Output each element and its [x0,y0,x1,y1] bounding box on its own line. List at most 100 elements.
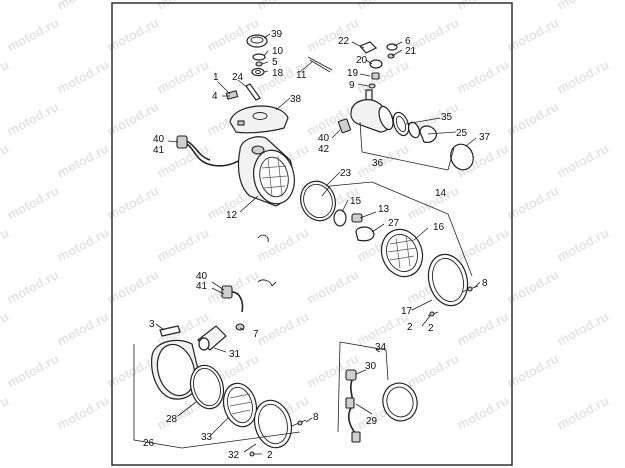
callout-11: 11 [296,70,307,81]
watermark-text: motod.ru [154,0,211,13]
callout-labels: 1 2 2 2 3 4 5 6 7 8 8 9 10 11 12 13 14 1… [143,29,491,461]
callout-13: 13 [378,204,390,215]
callout-15: 15 [350,196,362,207]
watermark-text: motod.ru [54,309,111,349]
spotlight-housing [151,339,201,400]
lens-part [450,143,474,171]
callout-37: 37 [479,132,491,143]
watermark-text: motod.ru [254,0,311,13]
callout-3: 3 [149,319,155,330]
watermark-text: motod.ru [104,99,161,139]
callout-40: 40 [318,133,330,144]
watermark-text: motod.ru [4,183,61,223]
watermark-text: motod.ru [454,225,511,265]
callout-24: 24 [232,72,244,83]
watermark-text: motod.ru [304,15,361,55]
mounting-bolt [159,325,181,337]
watermark-text: motod.ru [0,141,11,181]
sealed-beam-lamp [380,228,424,278]
callout-6: 6 [405,36,411,47]
callout-40: 40 [196,271,208,282]
watermark-text: motod.ru [554,141,611,181]
watermark-text: motod.ru [454,57,511,97]
watermark-text: motod.ru [504,183,561,223]
watermark-text: motod.ru [54,225,111,265]
reflector-assembly-group [300,180,479,317]
watermark-text: motod.ru [504,267,561,307]
headlight-housing [237,136,295,207]
callout-21: 21 [405,46,417,57]
callout-39: 39 [271,29,283,40]
callout-35: 35 [441,112,453,123]
washer-part [252,53,266,61]
trim-ring [427,253,469,307]
callout-34: 34 [375,342,387,353]
watermark-text: motod.ru [254,225,311,265]
watermark-text: motod.ru [554,309,611,349]
diagram-frame [111,2,513,466]
watermark-text: motod.ru [504,15,561,55]
watermark-text: motod.ru [0,0,11,13]
retaining-ring [300,180,336,222]
callout-28: 28 [166,414,178,425]
nut-part [255,61,263,67]
clip-part [307,56,333,73]
callout-23: 23 [340,168,352,179]
seal-ring [189,364,225,410]
watermark-text: motod.ru [4,15,61,55]
bolt-part [245,83,261,101]
watermark-text: motod.ru [254,309,311,349]
watermark-text: motod.ru [54,141,111,181]
callout-4: 4 [212,91,218,102]
watermark-text: motod.ru [104,183,161,223]
bracket-fragment [257,234,269,243]
callout-5: 5 [272,57,278,68]
callout-26: 26 [143,438,155,449]
watermark-text: motod.ru [104,267,161,307]
bracket-part [358,41,378,54]
headlight-bulb [355,226,375,242]
watermark-text: motod.ru [454,0,511,13]
headlight-housing-group [176,34,295,207]
callout-10: 10 [272,46,284,57]
watermark-text: motod.ru [204,15,261,55]
watermark-text: motod.ru [454,393,511,433]
callout-2: 2 [407,322,413,333]
watermark-text: motod.ru [154,57,211,97]
watermark-text: motod.ru [504,351,561,391]
watermark-text: motod.ru [0,309,11,349]
connector-part [221,285,233,299]
watermark-text: motod.ru [304,267,361,307]
lamp-socket [345,369,357,381]
callout-42: 42 [318,144,330,155]
callout-31: 31 [229,349,241,360]
callout-41: 41 [153,145,165,156]
callout-22: 22 [338,36,350,47]
callout-14: 14 [435,188,447,199]
spotlight-group [133,285,307,457]
bulb-socket [333,209,347,227]
watermark-text: motod.ru [0,225,11,265]
callout-1: 1 [213,72,219,83]
watermark-text: motod.ru [0,393,11,433]
auxiliary-lamp-group [337,341,418,443]
watermark-text: motod.ru [204,267,261,307]
callout-16: 16 [433,222,445,233]
watermark-text: motod.ru [454,309,511,349]
connector-part [176,135,188,149]
callout-36: 36 [372,158,384,169]
leader-lines [155,33,481,455]
callout-19: 19 [347,68,359,79]
callout-12: 12 [226,210,238,221]
callout-9: 9 [349,80,355,91]
auxiliary-lamp [382,382,418,422]
callout-20: 20 [356,55,368,66]
turn-signal-group [337,41,474,171]
watermark-text: motod.ru [54,0,111,13]
watermark-text: motod.ru [404,183,461,223]
lamp-harness [347,379,359,437]
callout-17: 17 [401,306,413,317]
callout-40: 40 [153,134,165,145]
callout-25: 25 [456,128,468,139]
